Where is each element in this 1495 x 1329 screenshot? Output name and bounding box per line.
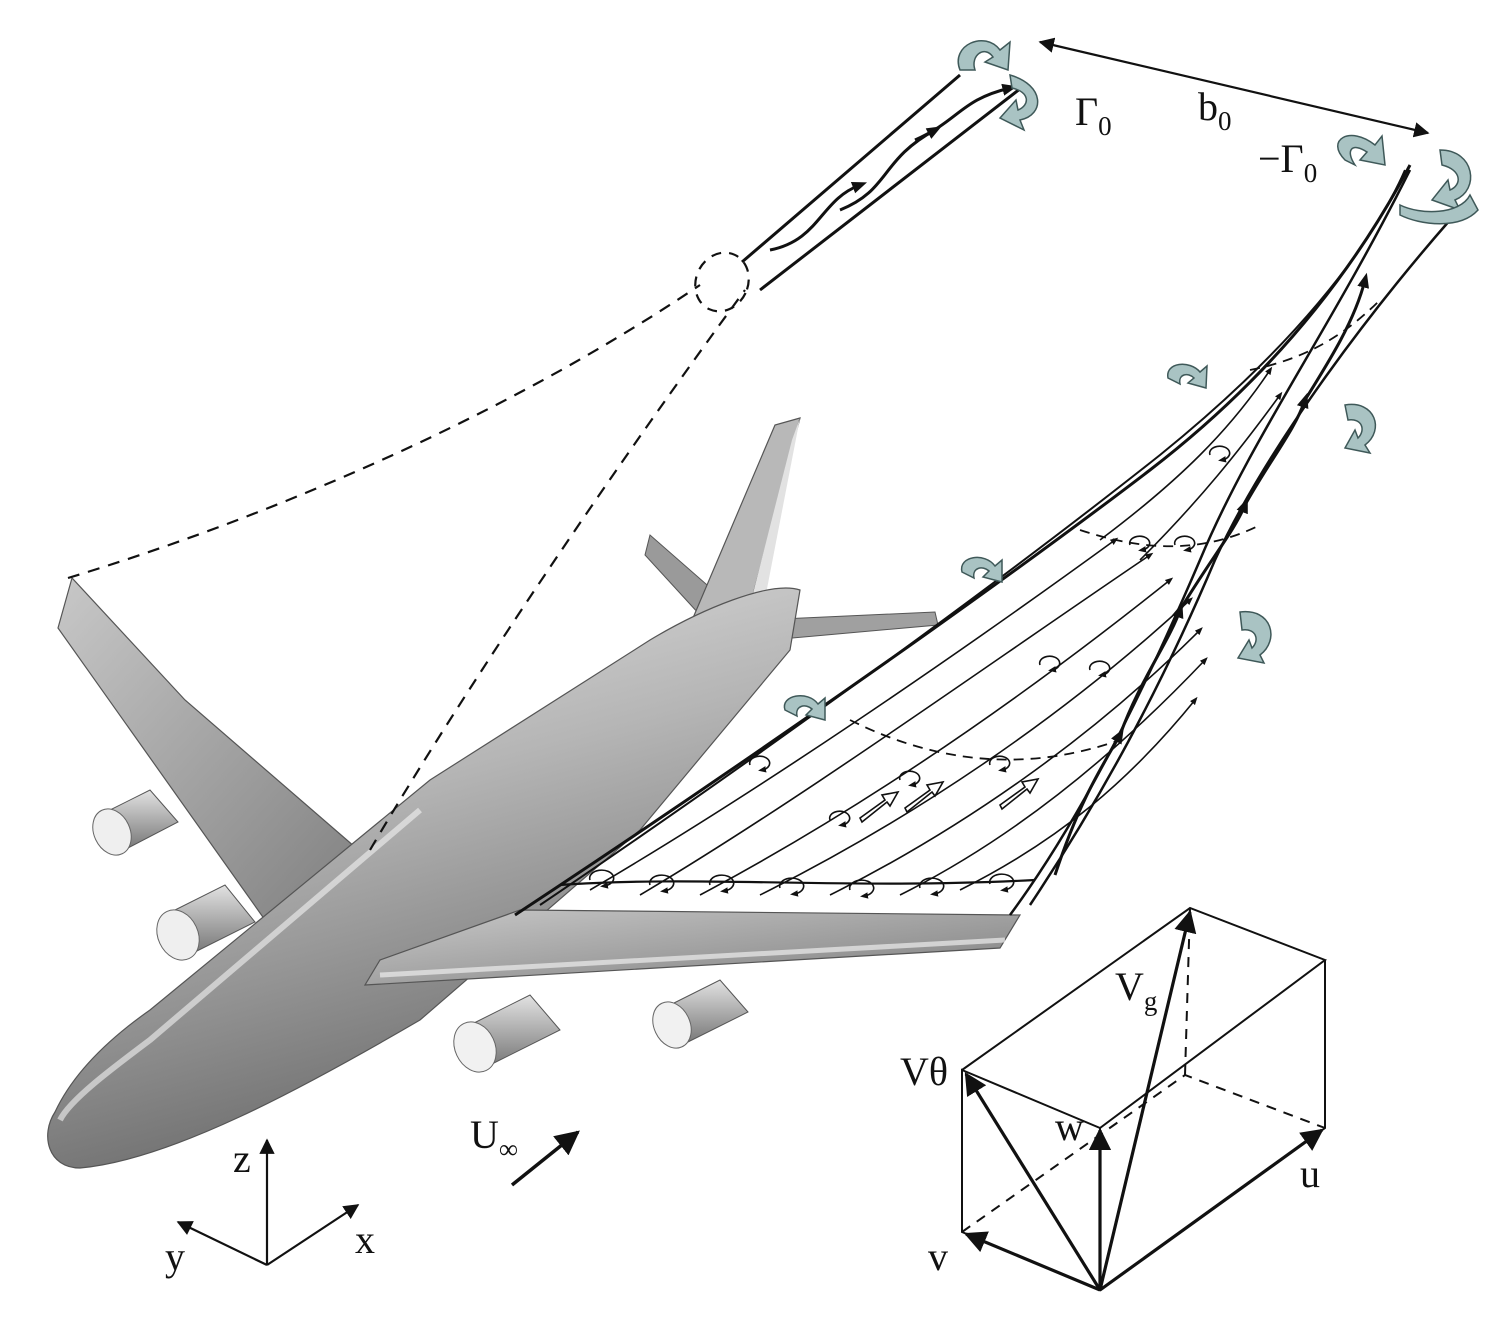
x-axis-label: x [355,1217,375,1262]
near-vortex-sheet [514,164,1451,917]
circulation-left-label: Γ0 [1075,89,1112,141]
coordinate-axes [176,1138,360,1266]
vtheta-label: Vθ [900,1049,948,1094]
vortex-span-dimension [1038,37,1430,138]
vg-vector [1098,909,1197,1291]
u-label: u [1300,1151,1320,1196]
w-label: w [1055,1104,1084,1149]
freestream-arrow [510,1130,580,1187]
engine-near-outer [652,979,749,1049]
fuselage [47,587,801,1169]
y-axis [176,1221,268,1266]
engine-near-inner [453,994,561,1073]
v-vector [963,1231,1101,1292]
circulation-right-label: −Γ0 [1258,136,1317,188]
freestream-indicator: U∞ [470,1112,580,1187]
engine-far-inner [156,884,256,961]
z-axis-label: z [233,1136,251,1181]
velocity-vectors [963,909,1324,1292]
left-vortex-tube [741,73,1026,292]
engine-far-outer [92,789,179,856]
v-label: v [928,1234,948,1279]
freestream-label: U∞ [470,1112,518,1164]
x-axis [266,1204,360,1266]
y-axis-label: y [165,1234,185,1279]
rotation-arrows [783,40,1479,721]
vtheta-vector [964,1072,1102,1291]
u-vector [1099,1128,1324,1292]
vortex-span-label: b0 [1198,84,1232,136]
aircraft-model [47,417,1022,1169]
vg-label: Vg [1115,964,1157,1016]
